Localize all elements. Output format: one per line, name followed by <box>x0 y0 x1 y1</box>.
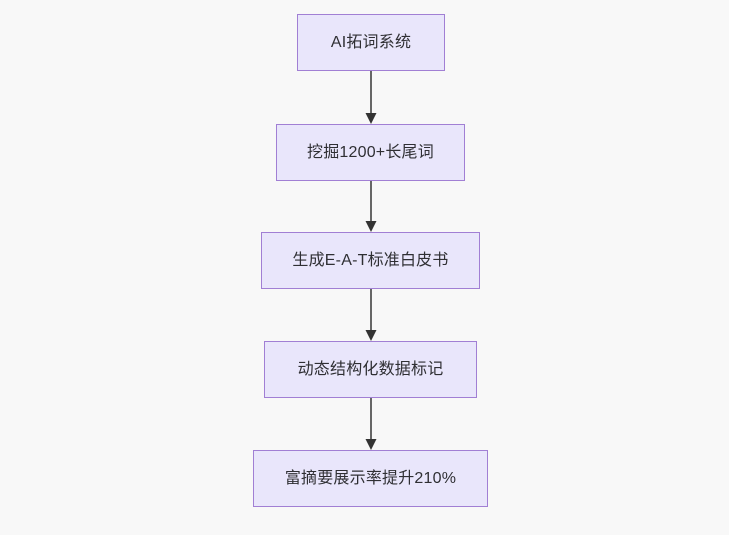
edge-n4-n5 <box>361 398 381 452</box>
edge-n3-n4 <box>361 289 381 343</box>
flow-node-label: AI拓词系统 <box>330 33 412 51</box>
flow-node-generate-eat-whitepaper[interactable]: 生成E-A-T标准白皮书 <box>261 232 480 289</box>
flow-node-label: 挖掘1200+长尾词 <box>307 143 434 161</box>
edge-n2-n3 <box>361 181 381 234</box>
flow-node-label: 生成E-A-T标准白皮书 <box>292 251 449 269</box>
flow-node-ai-keyword-system[interactable]: AI拓词系统 <box>297 14 445 71</box>
flow-node-rich-snippet-rate-increase[interactable]: 富摘要展示率提升210% <box>253 450 488 507</box>
flow-node-label: 动态结构化数据标记 <box>297 360 444 378</box>
flow-node-label: 富摘要展示率提升210% <box>284 469 457 487</box>
flow-node-mine-longtail-keywords[interactable]: 挖掘1200+长尾词 <box>276 124 465 181</box>
edge-n1-n2 <box>361 71 381 126</box>
flow-node-dynamic-structured-data-markup[interactable]: 动态结构化数据标记 <box>264 341 477 398</box>
